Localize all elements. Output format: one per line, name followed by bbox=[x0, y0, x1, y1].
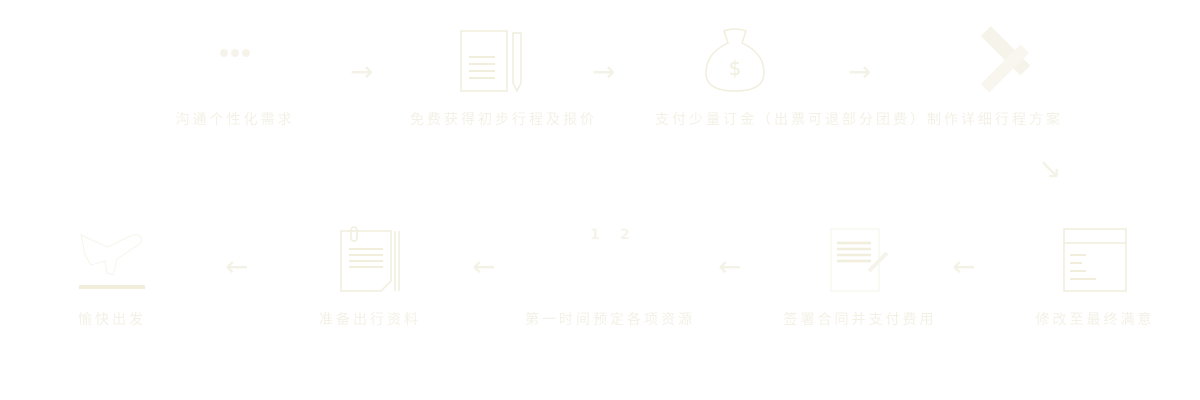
chat-icon bbox=[220, 49, 250, 57]
step-label: 支付少量订金（出票可退部分团费） bbox=[655, 112, 927, 128]
step-label: 修改至最终满意 bbox=[1035, 312, 1155, 328]
document-pen-icon bbox=[455, 25, 525, 95]
step-detailed-plan: 制作详细行程方案 bbox=[915, 25, 1075, 129]
arrow-down-right-icon: ↘ bbox=[1038, 152, 1062, 185]
contract-sign-icon bbox=[825, 225, 895, 295]
step-label: 准备出行资料 bbox=[319, 312, 421, 328]
step-free-itinerary: 免费获得初步行程及报价 bbox=[410, 25, 597, 129]
arrow-right-icon: → bbox=[848, 55, 872, 88]
step-sign-contract: 签署合同并支付费用 bbox=[780, 225, 940, 329]
window-list-icon bbox=[1060, 225, 1130, 295]
calendar-day: 1 bbox=[590, 227, 600, 243]
step-label: 制作详细行程方案 bbox=[927, 112, 1063, 128]
step-label: 签署合同并支付费用 bbox=[783, 312, 937, 328]
step-communicate-needs: 沟通个性化需求 bbox=[155, 25, 315, 129]
calendar-icon: 1 2 bbox=[570, 225, 640, 295]
pencil-ruler-icon bbox=[980, 26, 1030, 93]
step-label: 沟通个性化需求 bbox=[175, 112, 295, 128]
step-label: 第一时间预定各项资源 bbox=[525, 312, 695, 328]
step-depart: 愉快出发 bbox=[32, 225, 192, 329]
arrow-right-icon: → bbox=[592, 55, 616, 88]
step-revise: 修改至最终满意 bbox=[1015, 225, 1175, 329]
calendar-day: 2 bbox=[620, 227, 630, 243]
arrow-left-icon: ← bbox=[952, 250, 976, 283]
step-deposit: $ 支付少量订金（出票可退部分团费） bbox=[655, 25, 927, 129]
airplane-departure-icon bbox=[79, 225, 145, 289]
arrow-left-icon: ← bbox=[225, 250, 249, 283]
step-label: 愉快出发 bbox=[78, 312, 146, 328]
step-label: 免费获得初步行程及报价 bbox=[410, 112, 597, 128]
step-prepare-documents: 准备出行资料 bbox=[290, 225, 450, 329]
svg-text:$: $ bbox=[729, 56, 742, 80]
arrow-left-icon: ← bbox=[718, 250, 742, 283]
arrow-left-icon: ← bbox=[472, 250, 496, 283]
arrow-right-icon: → bbox=[350, 55, 374, 88]
step-book-resources: 1 2 第一时间预定各项资源 bbox=[525, 225, 695, 329]
clipboard-document-icon bbox=[335, 225, 405, 295]
money-bag-icon: $ bbox=[700, 25, 770, 95]
